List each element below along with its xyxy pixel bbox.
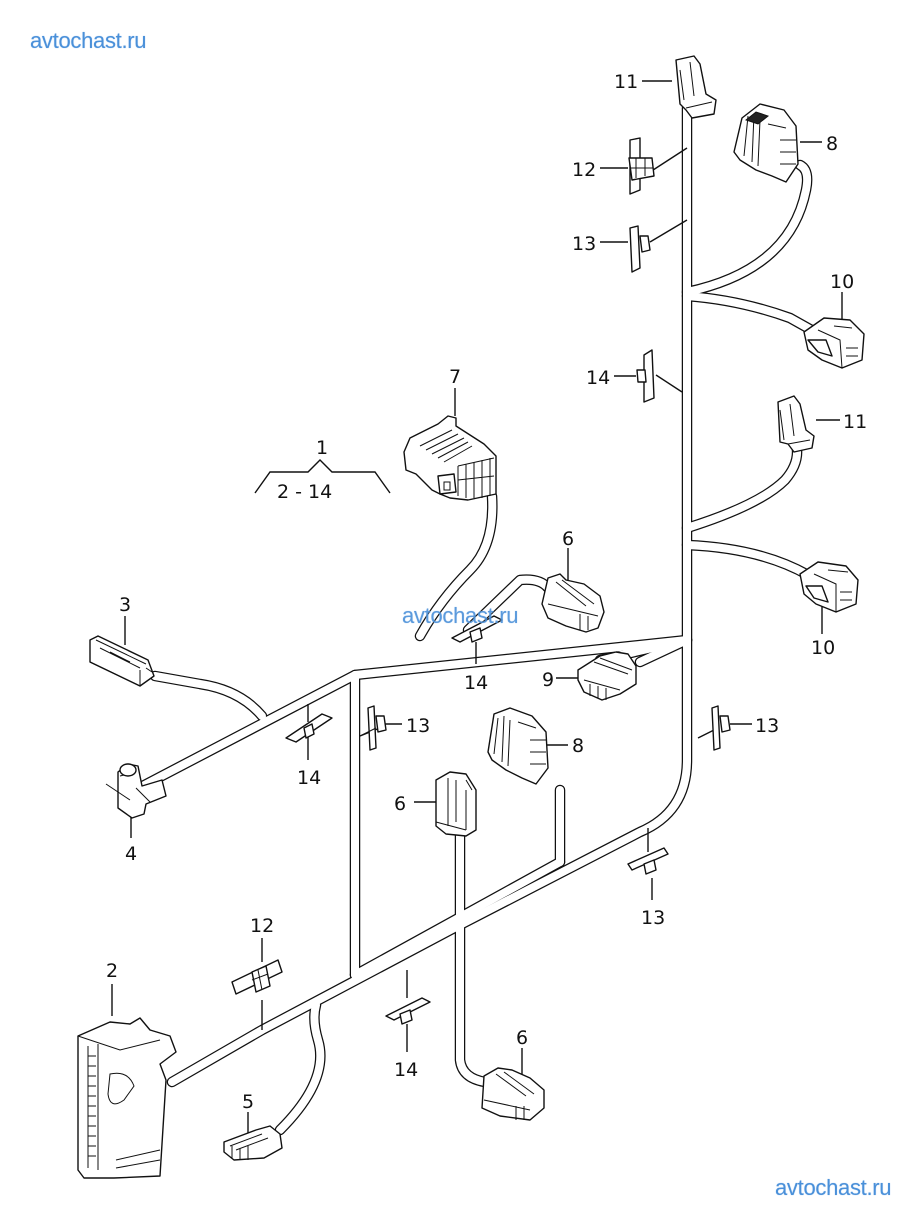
callout-8-top: 8 xyxy=(826,133,838,155)
callout-9: 9 xyxy=(542,669,554,691)
clip-13-right xyxy=(711,705,731,751)
wire-branch-9 xyxy=(636,636,691,666)
connector-8-mid xyxy=(487,707,549,785)
clip-13-top xyxy=(629,225,651,273)
callout-labels: 11 8 12 13 10 14 7 11 6 10 3 14 9 13 14 … xyxy=(106,71,867,1113)
clip-13-center xyxy=(359,705,387,751)
callout-10-mid: 10 xyxy=(811,637,835,659)
connector-11-top xyxy=(675,55,717,119)
callout-5: 5 xyxy=(242,1091,254,1113)
harness-wires xyxy=(129,102,821,1136)
callout-13-top: 13 xyxy=(572,233,596,255)
callout-2: 2 xyxy=(106,960,118,982)
callout-11-mid: 11 xyxy=(843,411,867,433)
wire-vertical-6 xyxy=(456,831,489,1086)
callout-13-bottom: 13 xyxy=(641,907,665,929)
callout-14-bottom: 14 xyxy=(394,1059,418,1081)
strap-14-mid xyxy=(451,615,503,643)
connector-5 xyxy=(223,1125,283,1161)
connector-2 xyxy=(77,1017,177,1179)
wire-trunk-right xyxy=(168,104,691,1086)
callout-10-top: 10 xyxy=(830,271,854,293)
callout-13-center: 13 xyxy=(406,715,430,737)
connector-7 xyxy=(403,415,497,501)
callout-14-top: 14 xyxy=(586,367,610,389)
group-label: 1 xyxy=(316,437,328,459)
callout-14-center: 14 xyxy=(297,767,321,789)
watermark-center: avtochast.ru xyxy=(402,603,519,628)
strap-14-bottom xyxy=(385,997,431,1025)
callout-14-mid: 14 xyxy=(464,672,488,694)
callout-6-bottom: 6 xyxy=(516,1027,528,1049)
callout-13-right: 13 xyxy=(755,715,779,737)
connector-8-top xyxy=(733,103,799,183)
callout-12-bottom: 12 xyxy=(250,915,274,937)
clip-12-bottom xyxy=(231,959,283,995)
strap-14-center xyxy=(285,713,333,743)
group-bracket xyxy=(254,459,391,494)
wire-branch-11-mid xyxy=(683,446,802,532)
callout-4: 4 xyxy=(125,843,137,865)
callout-3: 3 xyxy=(119,594,131,616)
clip-12-top xyxy=(628,137,655,195)
group-range: 2 - 14 xyxy=(277,481,332,503)
connector-10-mid xyxy=(799,561,859,613)
connector-6-center xyxy=(435,771,477,837)
callout-6-top: 6 xyxy=(562,528,574,550)
wire-branch-8-top xyxy=(683,161,812,296)
wire-branch-3 xyxy=(151,672,266,720)
wire-branch-5 xyxy=(276,1001,325,1134)
wire-branch-10-mid xyxy=(683,541,812,579)
connector-4 xyxy=(105,763,167,819)
watermark-top-left: avtochast.ru xyxy=(30,28,147,53)
callout-7: 7 xyxy=(449,366,461,388)
callout-12-top: 12 xyxy=(572,159,596,181)
connector-11-mid xyxy=(777,395,815,453)
wire-branch-7 xyxy=(416,492,497,640)
watermark-bottom-right: avtochast.ru xyxy=(775,1175,892,1200)
connector-10-top xyxy=(803,317,865,369)
parts xyxy=(77,55,865,1179)
connector-6-top xyxy=(541,573,605,633)
callout-6-center: 6 xyxy=(394,793,406,815)
connector-3 xyxy=(89,635,155,687)
strap-14-top xyxy=(636,349,655,403)
connector-9 xyxy=(577,651,637,701)
connector-6-bottom xyxy=(481,1067,545,1121)
clip-13-bottom xyxy=(627,847,669,875)
callout-11-top: 11 xyxy=(614,71,638,93)
callout-8-mid: 8 xyxy=(572,735,584,757)
wire-branch-10-top xyxy=(683,292,819,336)
